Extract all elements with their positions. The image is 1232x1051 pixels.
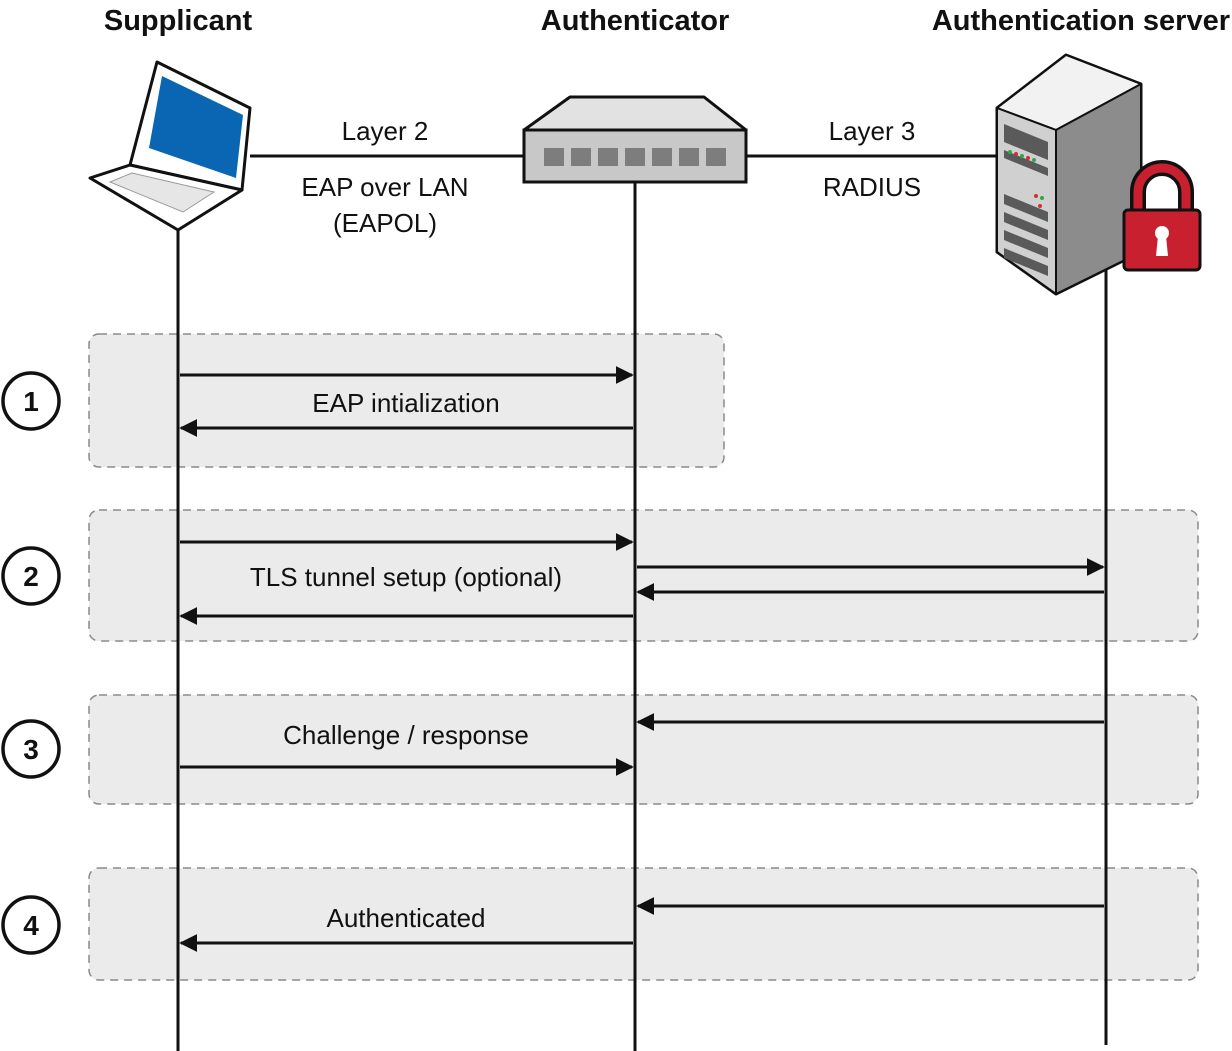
layer3-label: Layer 3 bbox=[829, 116, 916, 146]
stage-2-label: TLS tunnel setup (optional) bbox=[250, 562, 562, 592]
stage-3-label: Challenge / response bbox=[283, 720, 529, 750]
stage-3-box bbox=[88, 694, 1199, 805]
eapol-label: EAP over LAN bbox=[301, 172, 468, 202]
stage-1-number-badge: 1 bbox=[1, 371, 61, 431]
stage-1-label: EAP intialization bbox=[312, 388, 499, 418]
supplicant-title: Supplicant bbox=[104, 5, 253, 37]
server-icon bbox=[995, 53, 1143, 296]
stage-1-number: 1 bbox=[23, 386, 39, 417]
stage-4-number-badge: 4 bbox=[1, 895, 61, 955]
stage-3-number: 3 bbox=[23, 734, 39, 765]
laptop-icon bbox=[88, 60, 252, 232]
lock-icon bbox=[1122, 160, 1202, 272]
switch-icon bbox=[522, 95, 748, 184]
stage-4-box bbox=[88, 867, 1199, 981]
stage-4-number: 4 bbox=[23, 910, 39, 941]
stage-4-label: Authenticated bbox=[326, 903, 485, 933]
authenticator-title: Authenticator bbox=[541, 5, 730, 37]
layer2-label: Layer 2 bbox=[342, 116, 429, 146]
stage-3-number-badge: 3 bbox=[1, 719, 61, 779]
stage-1-box bbox=[88, 333, 725, 468]
radius-label: RADIUS bbox=[823, 172, 921, 202]
stage-2-number-badge: 2 bbox=[1, 546, 61, 606]
server-title: Authentication server bbox=[932, 5, 1230, 37]
stage-2-number: 2 bbox=[23, 561, 39, 592]
eapol-abbrev-label: (EAPOL) bbox=[333, 208, 437, 238]
